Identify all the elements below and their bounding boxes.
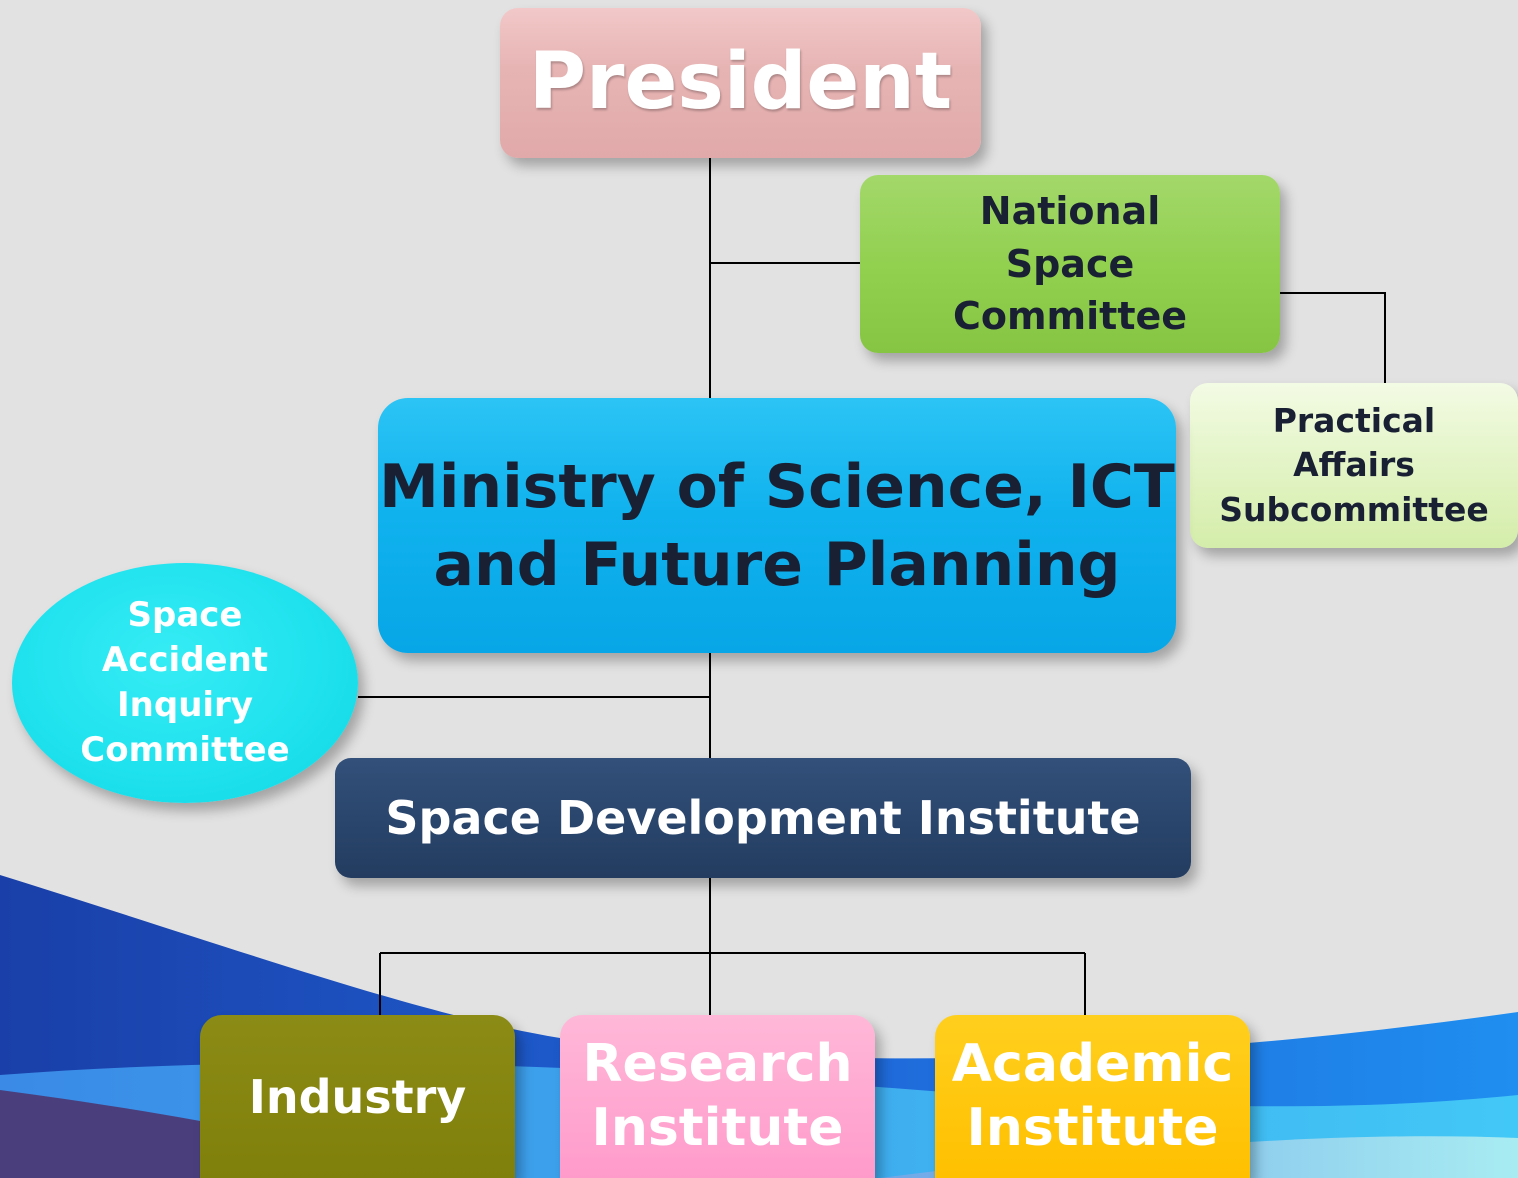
ministry-label: Ministry of Science, ICT and Future Plan…	[379, 451, 1175, 600]
connector-committee-subcommittee	[1280, 292, 1386, 383]
space-accident-inquiry-committee-label: Space Accident Inquiry Committee	[80, 595, 290, 770]
ministry-node: Ministry of Science, ICT and Future Plan…	[378, 398, 1176, 653]
national-space-committee-node: National Space Committee	[860, 175, 1280, 353]
practical-affairs-subcommittee-node: Practical Affairs Subcommittee	[1190, 383, 1518, 548]
academic-institute-label: Academic Institute	[951, 1034, 1234, 1158]
space-development-institute-label: Space Development Institute	[385, 791, 1141, 845]
president-label: President	[528, 37, 953, 128]
academic-institute-node: Academic Institute	[935, 1015, 1250, 1178]
research-institute-label: Research Institute	[582, 1034, 853, 1158]
industry-label: Industry	[248, 1069, 467, 1124]
research-institute-node: Research Institute	[560, 1015, 875, 1178]
space-accident-inquiry-committee-node: Space Accident Inquiry Committee	[12, 563, 358, 803]
president-node: President	[500, 8, 981, 158]
national-space-committee-label: National Space Committee	[952, 189, 1188, 339]
practical-affairs-subcommittee-label: Practical Affairs Subcommittee	[1219, 400, 1489, 529]
industry-node: Industry	[200, 1015, 515, 1178]
space-development-institute-node: Space Development Institute	[335, 758, 1191, 878]
